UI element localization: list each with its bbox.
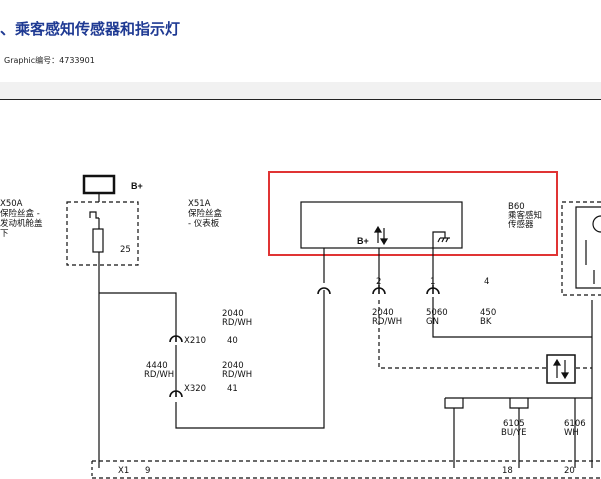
x50a-line3: 下 <box>0 229 9 239</box>
x1-pin-a: 9 <box>145 466 150 476</box>
data-arrow-icon <box>552 358 570 380</box>
wire-450-color: BK <box>480 317 492 327</box>
wire-6106-num: 6106 <box>564 419 586 429</box>
fuse-bplus-label: B+ <box>131 181 143 191</box>
x210-label: X210 <box>184 336 206 346</box>
wire-2040-sensor-color: RD/WH <box>372 317 402 327</box>
wire-6105-color: BU/YE <box>501 428 526 438</box>
header-band <box>0 82 601 99</box>
battery-icon <box>82 174 116 195</box>
wire-450-num: 450 <box>480 308 496 318</box>
sensor-pin-a: 2 <box>376 277 381 287</box>
data-bus <box>444 397 592 468</box>
connector-arcs <box>169 285 440 398</box>
bidirectional-arrow-icon <box>373 225 389 246</box>
page-title: 、乘客感知传感器和指示灯 <box>0 20 181 38</box>
sensor-pin-c: 4 <box>484 277 489 287</box>
data-link-box <box>546 354 576 384</box>
wire-6105-num: 6105 <box>503 419 525 429</box>
x320-label: X320 <box>184 384 206 394</box>
x50a-line2: 发动机舱盖 <box>0 218 43 229</box>
sensor-pin-b: 1 <box>430 277 435 287</box>
wire-6106-color: WH <box>564 428 579 438</box>
feed-wire <box>98 248 592 468</box>
wire-4440-color: RD/WH <box>144 370 174 380</box>
highlight-box <box>268 171 558 256</box>
fuse-block <box>66 201 139 266</box>
fuse-icon <box>89 211 104 265</box>
wire-5060-color: GN <box>426 317 439 327</box>
wire-2040-bot-num: 2040 <box>222 361 244 371</box>
wire-5060-num: 5060 <box>426 308 448 318</box>
signal-path <box>378 300 592 369</box>
x51a-code: X51A <box>188 199 211 209</box>
fuse-pin: 25 <box>120 245 131 255</box>
sensor-box <box>300 201 463 249</box>
b60-line1: 乘客感知 <box>508 210 542 221</box>
wire-2040-top-color: RD/WH <box>222 318 252 328</box>
b60-code: B60 <box>508 202 525 212</box>
ground-icon <box>432 231 450 248</box>
x1-label: X1 <box>118 466 129 476</box>
sensor-bplus-label: B+ <box>357 236 369 246</box>
x1-pin-b: 18 <box>502 466 513 476</box>
graphic-id: Graphic编号：4733901 <box>4 56 95 65</box>
wire-2040-sensor-num: 2040 <box>372 308 394 318</box>
b60-line2: 传感器 <box>508 219 534 230</box>
right-module <box>561 201 601 468</box>
header-divider <box>0 99 601 100</box>
x210-pin: 40 <box>227 336 238 346</box>
wire-2040-bot-color: RD/WH <box>222 370 252 380</box>
x320-pin: 41 <box>227 384 238 394</box>
x1-pin-c: 20 <box>564 466 575 476</box>
x50a-code: X50A <box>0 199 23 209</box>
x51a-line2: - 仪表板 <box>188 218 220 229</box>
x50a-line1: 保险丝盒 - <box>0 208 40 219</box>
x51a-line1: 保险丝盒 <box>188 208 223 219</box>
wire-4440-num: 4440 <box>146 361 168 371</box>
wire-2040-top-num: 2040 <box>222 309 244 319</box>
